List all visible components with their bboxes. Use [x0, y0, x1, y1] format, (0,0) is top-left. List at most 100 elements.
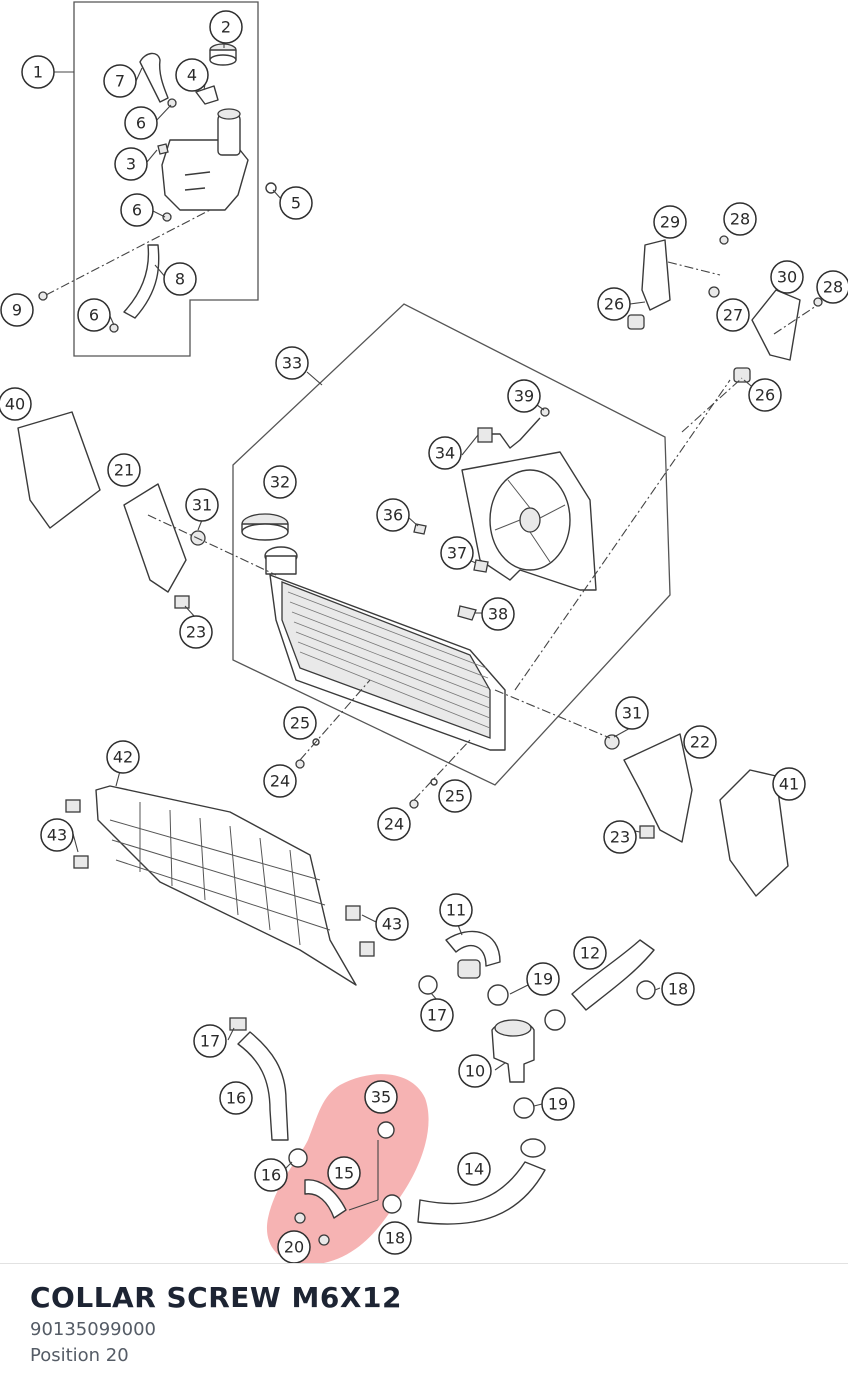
svg-text:18: 18	[385, 1229, 405, 1248]
callout-43a[interactable]: 43	[40, 818, 74, 852]
svg-text:34: 34	[435, 444, 455, 463]
svg-text:24: 24	[384, 815, 404, 834]
seal-ring-35	[377, 1121, 395, 1139]
callouts: 1 2 7 4 6 3 5 6 8 9 6 29 28 30 28 26 27 …	[0, 10, 848, 1264]
clip-43c	[345, 905, 361, 921]
svg-text:32: 32	[270, 473, 290, 492]
callout-23b[interactable]: 23	[603, 820, 637, 854]
callout-5[interactable]: 5	[279, 186, 313, 220]
svg-text:12: 12	[580, 944, 600, 963]
callout-24b[interactable]: 24	[377, 807, 411, 841]
nut-39	[540, 407, 550, 417]
callout-17a[interactable]: 17	[420, 998, 454, 1032]
rubber-26b	[733, 367, 751, 383]
bracket-4	[195, 85, 219, 105]
callout-1[interactable]: 1	[21, 55, 55, 89]
hose-11-end	[457, 959, 481, 979]
callout-30[interactable]: 30	[770, 260, 804, 294]
callout-22[interactable]: 22	[683, 725, 717, 759]
hose-11	[445, 930, 501, 967]
callout-8[interactable]: 8	[163, 262, 197, 296]
svg-text:39: 39	[514, 387, 534, 406]
callout-6a[interactable]: 6	[124, 106, 158, 140]
clip-6a	[167, 98, 177, 108]
svg-text:6: 6	[132, 201, 142, 220]
callout-35[interactable]: 35	[364, 1080, 398, 1114]
svg-text:27: 27	[723, 306, 743, 325]
callout-20[interactable]: 20	[277, 1230, 311, 1264]
callout-16b[interactable]: 16	[254, 1158, 288, 1192]
callout-6b[interactable]: 6	[120, 193, 154, 227]
callout-24a[interactable]: 24	[263, 764, 297, 798]
callout-2[interactable]: 2	[209, 10, 243, 44]
callout-12[interactable]: 12	[573, 936, 607, 970]
callout-21[interactable]: 21	[107, 453, 141, 487]
screw-24a	[295, 759, 305, 769]
callout-3[interactable]: 3	[114, 147, 148, 181]
callout-31a[interactable]: 31	[185, 488, 219, 522]
callout-43b[interactable]: 43	[375, 907, 409, 941]
svg-text:28: 28	[823, 278, 843, 297]
screw-28b	[813, 297, 823, 307]
callout-23a[interactable]: 23	[179, 615, 213, 649]
callout-28b[interactable]: 28	[816, 270, 848, 304]
clamp-19c	[513, 1097, 535, 1119]
callout-7[interactable]: 7	[103, 64, 137, 98]
connector-34	[477, 427, 493, 443]
reservoir-cap	[209, 43, 237, 66]
callout-19b[interactable]: 19	[541, 1087, 575, 1121]
callout-6c[interactable]: 6	[77, 298, 111, 332]
callout-34[interactable]: 34	[428, 436, 462, 470]
callout-25a[interactable]: 25	[283, 706, 317, 740]
callout-37[interactable]: 37	[440, 536, 474, 570]
svg-text:30: 30	[777, 268, 797, 287]
callout-4[interactable]: 4	[175, 58, 209, 92]
svg-text:11: 11	[446, 901, 466, 920]
svg-text:24: 24	[270, 772, 290, 791]
callout-36[interactable]: 36	[376, 498, 410, 532]
screw-36	[413, 523, 427, 535]
callout-11[interactable]: 11	[439, 893, 473, 927]
clip-6b	[162, 212, 172, 222]
grommet-31b	[604, 734, 620, 750]
callout-26b[interactable]: 26	[748, 378, 782, 412]
callout-28a[interactable]: 28	[723, 202, 757, 236]
clip-6c	[109, 323, 119, 333]
callout-16a[interactable]: 16	[219, 1081, 253, 1115]
svg-text:6: 6	[136, 114, 146, 133]
callout-14[interactable]: 14	[457, 1152, 491, 1186]
callout-31b[interactable]: 31	[615, 696, 649, 730]
callout-32[interactable]: 32	[263, 465, 297, 499]
screw-24b	[409, 799, 419, 809]
callout-41[interactable]: 41	[772, 767, 806, 801]
callout-15[interactable]: 15	[327, 1156, 361, 1190]
callout-18a[interactable]: 18	[661, 972, 695, 1006]
coolant-reservoir	[161, 108, 249, 211]
callout-29[interactable]: 29	[653, 205, 687, 239]
svg-text:1: 1	[33, 63, 43, 82]
callout-17b[interactable]: 17	[193, 1024, 227, 1058]
svg-text:41: 41	[779, 775, 799, 794]
callout-26a[interactable]: 26	[597, 287, 631, 321]
callout-38[interactable]: 38	[481, 597, 515, 631]
clip-43d	[359, 941, 375, 957]
callout-39[interactable]: 39	[507, 379, 541, 413]
svg-text:23: 23	[610, 828, 630, 847]
thermostat-10-top	[494, 1019, 532, 1037]
fan-wiring	[478, 417, 541, 449]
svg-text:3: 3	[126, 155, 136, 174]
callout-9[interactable]: 9	[0, 293, 34, 327]
svg-text:18: 18	[668, 980, 688, 999]
radiator	[264, 546, 506, 751]
svg-text:33: 33	[282, 354, 302, 373]
callout-33[interactable]: 33	[275, 346, 309, 380]
clamp-18a	[636, 980, 656, 1000]
callout-42[interactable]: 42	[106, 740, 140, 774]
callout-19a[interactable]: 19	[526, 962, 560, 996]
callout-27[interactable]: 27	[716, 298, 750, 332]
callout-40[interactable]: 40	[0, 387, 32, 421]
svg-text:8: 8	[175, 270, 185, 289]
callout-10[interactable]: 10	[458, 1054, 492, 1088]
callout-25b[interactable]: 25	[438, 779, 472, 813]
callout-18b[interactable]: 18	[378, 1221, 412, 1255]
